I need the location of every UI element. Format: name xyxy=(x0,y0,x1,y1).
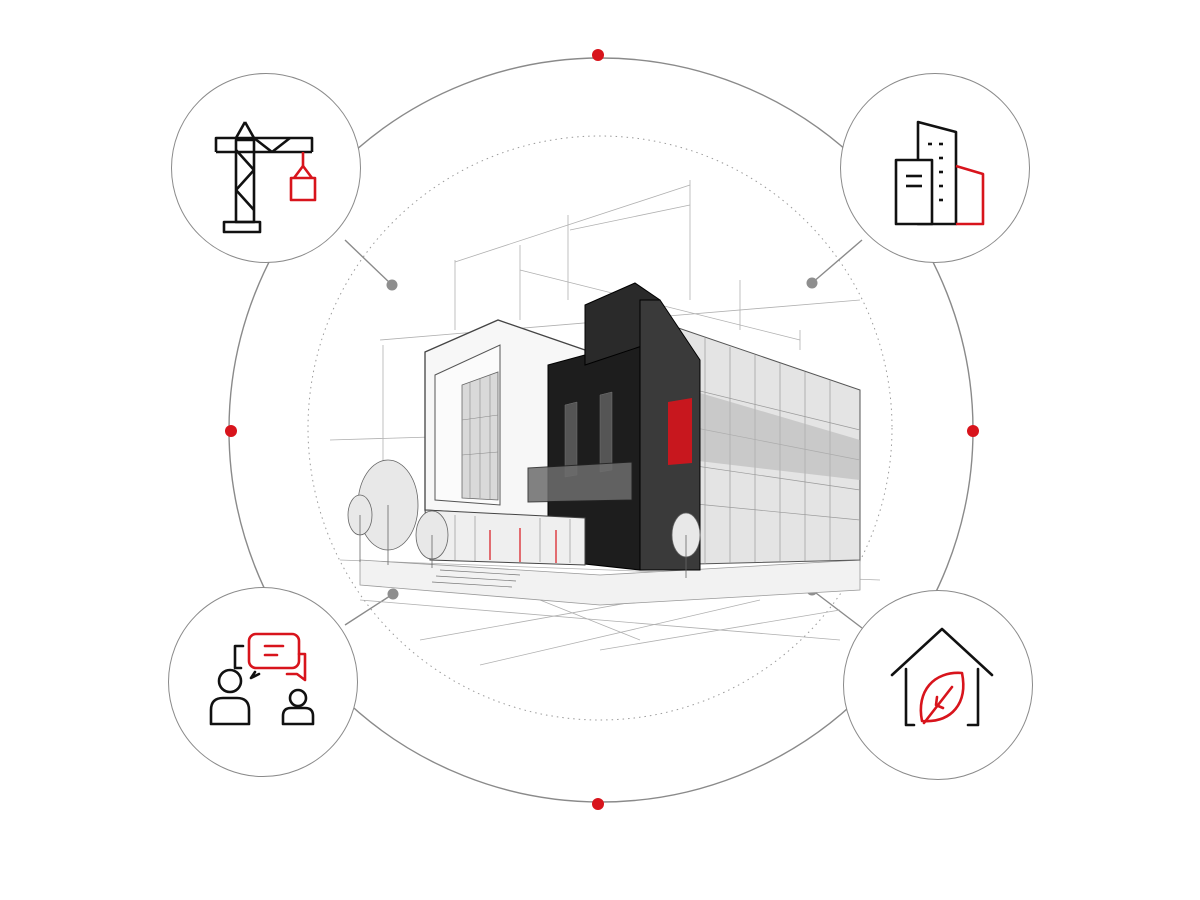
icon-circle-buildings xyxy=(840,73,1030,263)
connector-dot xyxy=(387,588,399,600)
accent-dot-right xyxy=(967,425,979,437)
building-sketch-illustration xyxy=(329,180,881,666)
connector-dot xyxy=(806,277,818,289)
connector-dot xyxy=(386,279,398,291)
accent-dot-bottom xyxy=(592,798,604,810)
connector-top-left xyxy=(344,239,393,286)
connector-top-right xyxy=(811,239,863,284)
icon-circle-eco-house xyxy=(843,590,1033,780)
crane-icon xyxy=(214,121,317,234)
icon-circle-crane xyxy=(171,73,361,263)
eco-house-leaf-icon xyxy=(890,627,994,727)
connector-bottom-left xyxy=(344,593,394,626)
accent-dot-top xyxy=(592,49,604,61)
inner-dotted-ring xyxy=(307,135,893,721)
city-buildings-icon xyxy=(894,120,985,226)
red-window-accent xyxy=(668,398,692,465)
people-chat-icon xyxy=(209,632,315,726)
accent-dot-left xyxy=(225,425,237,437)
connector-bottom-right xyxy=(811,589,863,629)
icon-circle-people xyxy=(168,587,358,777)
